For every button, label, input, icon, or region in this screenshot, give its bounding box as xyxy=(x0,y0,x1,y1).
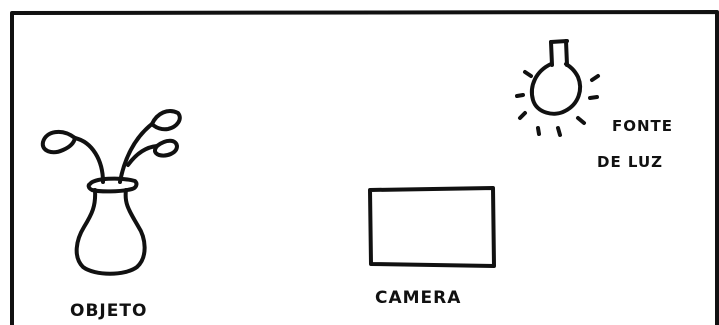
light-bulb-icon xyxy=(532,41,580,114)
plant-icon xyxy=(43,111,180,182)
object-label: OBJETO xyxy=(70,301,147,321)
vase-icon xyxy=(77,179,145,274)
camera-box xyxy=(370,188,494,266)
light-source-label-line1: FONTE xyxy=(612,117,673,135)
light-rays-icon xyxy=(517,72,598,135)
camera-label: CAMERA xyxy=(375,288,461,308)
light-source-label-line2: DE LUZ xyxy=(597,153,663,171)
